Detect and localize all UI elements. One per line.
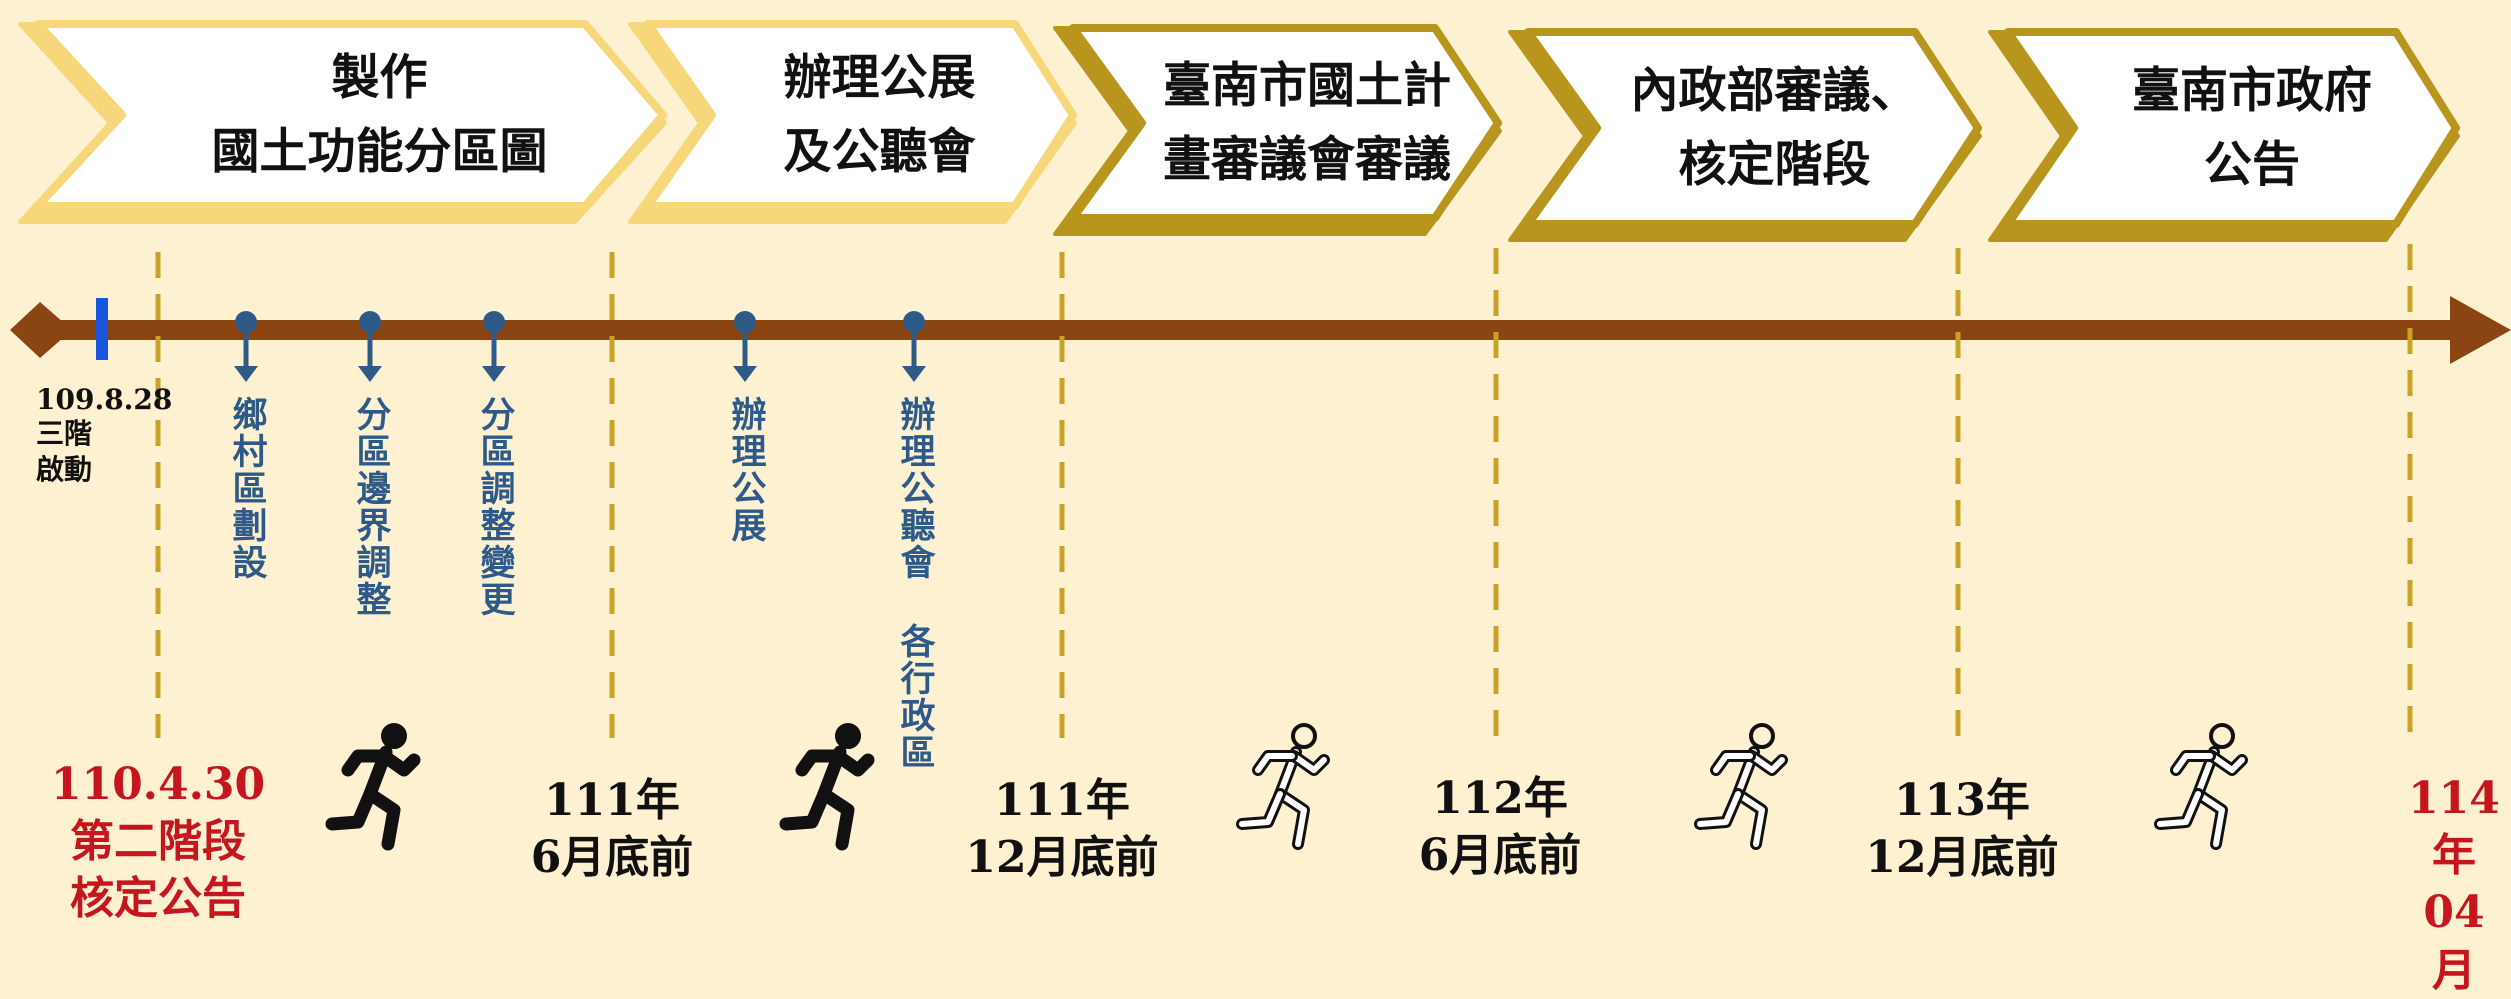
event-label: 分區調整變更 (474, 396, 515, 618)
milestone-date: 112年 6月底前 (1418, 773, 1582, 882)
runner-limb (325, 787, 377, 831)
stage-chevron (2004, 28, 2460, 228)
runner-limb-inner (2173, 753, 2213, 773)
stage-title: 內政部審議、 核定階段 (1630, 62, 1919, 193)
runner-head (381, 723, 407, 749)
timeline-axis (50, 320, 2460, 340)
runner-limb-inner (1713, 753, 1753, 773)
timeline-arrowhead (2450, 296, 2511, 364)
runner-limb-inner (1239, 791, 1283, 827)
event-label: 辦理公展 (725, 396, 766, 544)
event-label: 分區邊界調整 (350, 396, 391, 618)
milestone-date: 110.4.30 第二階段 核定公告 (50, 759, 266, 925)
runner-limb (363, 787, 401, 851)
event-arrow-head (902, 366, 926, 382)
runner-limb-inner (2195, 791, 2225, 847)
runner-limb-inner (1255, 753, 1295, 773)
event-label: 鄉村區劃設 (226, 396, 267, 581)
event-arrow-head (358, 366, 382, 382)
runner-limb-inner (1277, 791, 1307, 847)
timeline-start-diamond (10, 302, 72, 358)
milestone-date: 111年 6月底前 (530, 775, 694, 884)
timeline-diagram (10, 20, 2511, 851)
stage-chevron (644, 20, 1077, 210)
event-arrow-head (482, 366, 506, 382)
runner-head (835, 723, 861, 749)
runner-limb-inner (2209, 753, 2245, 773)
runner-head (1291, 723, 1317, 749)
runner-icon (779, 723, 875, 851)
runner-icon (1694, 723, 1788, 850)
runner-head (2209, 723, 2235, 749)
runner-head (1749, 723, 1775, 749)
event-pin (235, 311, 257, 333)
start-date: 109.8.28 (36, 383, 173, 416)
runner-limb (795, 749, 843, 777)
stage-chevron (34, 20, 667, 210)
runner-icon (1236, 723, 1330, 850)
event-label: 辦理公聽會 各行政區 (894, 396, 935, 771)
runner-limb-inner (2157, 791, 2201, 827)
runner-limb-inner (1749, 753, 1785, 773)
runner-limb (779, 787, 831, 831)
runner-icon (325, 723, 421, 851)
stage-chevron (1524, 28, 1982, 228)
event-arrow-head (733, 366, 757, 382)
runner-limb (341, 749, 389, 777)
stage-chevron (1069, 24, 1502, 222)
runner-icon (2154, 723, 2248, 850)
stage-title: 臺南市國土計 畫審議會審議 (1162, 57, 1452, 188)
event-pin (903, 311, 925, 333)
event-pin (359, 311, 381, 333)
runner-limb-inner (1291, 753, 1327, 773)
event-pin (734, 311, 756, 333)
start-marker (96, 298, 108, 360)
runner-limb-inner (1735, 791, 1765, 847)
start-text: 三階 啟動 (36, 417, 93, 487)
runner-limb (817, 787, 855, 851)
stage-title: 臺南市政府 公告 (2131, 62, 2373, 193)
stage-title: 辦理公展 及公聽會 (783, 49, 976, 180)
stage-title: 製作 國土功能分區圖 (211, 49, 548, 180)
runner-limb (377, 749, 421, 777)
event-arrow-head (234, 366, 258, 382)
runner-limb-inner (1697, 791, 1741, 827)
milestone-date: 114年 04月 (2408, 773, 2500, 996)
event-pin (483, 311, 505, 333)
milestone-date: 111年 12月底前 (965, 775, 1159, 884)
milestone-date: 113年 12月底前 (1865, 775, 2059, 884)
runner-limb (831, 749, 875, 777)
